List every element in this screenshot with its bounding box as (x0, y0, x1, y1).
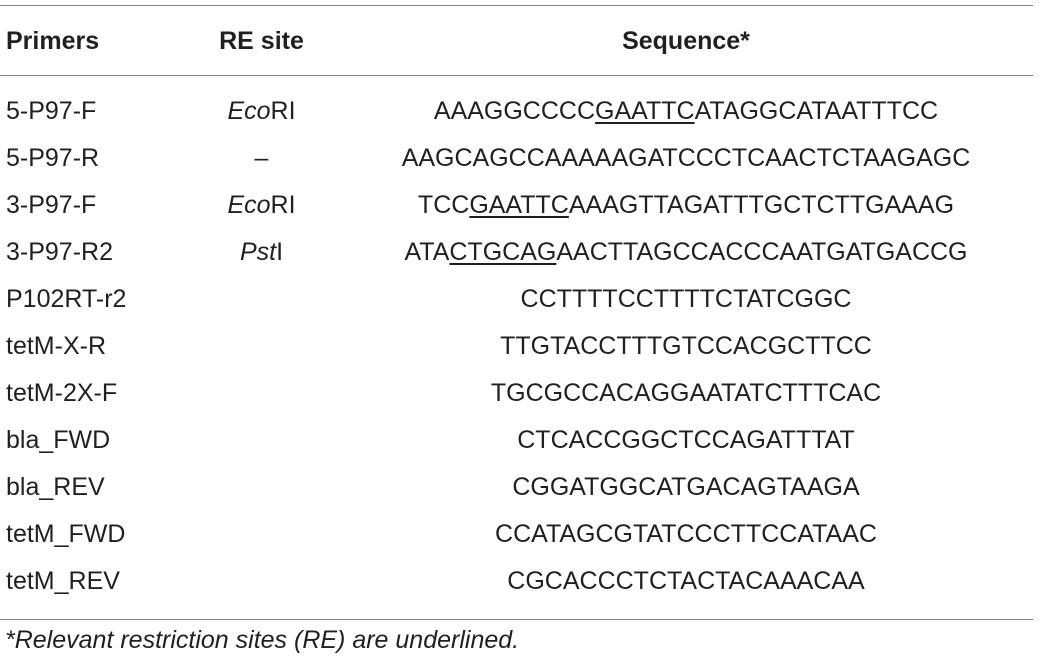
re-site-cell (184, 276, 339, 323)
sequence-prefix: TGCGCCACAGGAATATCTTTCAC (490, 379, 882, 407)
sequence-prefix: TCC (417, 191, 470, 219)
table-row: P102RT-r2 CCTTTTCCTTTTCTATCGGC (0, 276, 1033, 323)
table-row: 5-P97-R – AAGCAGCCAAAAAGATCCCTCAACTCTAAGAG… (0, 135, 1033, 182)
restriction-site-underlined: GAATTC (595, 97, 695, 125)
primer-name-cell: 5-P97-R (6, 144, 100, 172)
sequence-cell: CTCACCGGCTCCAGATTTAT (339, 417, 1033, 464)
primer-name-cell: 3-P97-F (6, 191, 97, 219)
sequence-prefix: AAAGGCCCC (433, 97, 596, 125)
sequence-suffix: ATAGGCATAATTTCC (694, 97, 939, 125)
table-header-row: Primers RE site Sequence* (0, 8, 1033, 74)
re-site-cell: PstI (184, 229, 339, 276)
primer-name-cell: tetM_FWD (6, 520, 126, 548)
sequence-suffix: AAAGTTAGATTTGCTCTTGAAAG (568, 191, 955, 219)
sequence-cell: CGGATGGCATGACAGTAAGA (339, 464, 1033, 511)
primer-name-cell: tetM-2X-F (6, 379, 118, 407)
table-top-rule (0, 5, 1033, 6)
table-row: tetM_FWD CCATAGCGTATCCCTTCCATAAC (0, 511, 1033, 558)
primer-name-cell: 3-P97-R2 (6, 238, 113, 266)
re-site-italic: Pst (239, 238, 277, 266)
table-bottom-rule (0, 619, 1033, 620)
sequence-prefix: TTGTACCTTTGTCCACGCTTCC (500, 332, 872, 360)
sequence-cell: AAAGGCCCCGAATTCATAGGCATAATTTCC (339, 74, 1033, 135)
restriction-site-underlined: CTGCAG (449, 238, 557, 266)
primer-name-cell: tetM_REV (6, 567, 120, 595)
primer-name-cell: bla_REV (6, 473, 105, 501)
sequence-prefix: ATA (404, 238, 450, 266)
re-site-cell (184, 323, 339, 370)
sequence-cell: TCCGAATTCAAAGTTAGATTTGCTCTTGAAAG (339, 182, 1033, 229)
re-site-cell: – (184, 135, 339, 182)
primer-name-cell: 5-P97-F (6, 97, 97, 125)
re-site-plain: – (254, 144, 269, 172)
sequence-cell: ATACTGCAGAACTTAGCCACCCAATGATGACCG (339, 229, 1033, 276)
table-footnote: *Relevant restriction sites (RE) are und… (5, 626, 520, 654)
re-site-italic: Eco (227, 97, 271, 125)
table-header-rule (0, 75, 1033, 76)
re-site-cell (184, 417, 339, 464)
sequence-prefix: CTCACCGGCTCCAGATTTAT (517, 426, 855, 454)
sequence-cell: CGCACCCTCTACTACAAACAA (339, 558, 1033, 605)
sequence-prefix: CGCACCCTCTACTACAAACAA (507, 567, 865, 595)
sequence-cell: AAGCAGCCAAAAAGATCCCTCAACTCTAAGAGC (339, 135, 1033, 182)
re-site-cell (184, 464, 339, 511)
re-site-cell (184, 511, 339, 558)
sequence-cell: TTGTACCTTTGTCCACGCTTCC (339, 323, 1033, 370)
sequence-cell: TGCGCCACAGGAATATCTTTCAC (339, 370, 1033, 417)
re-site-cell (184, 370, 339, 417)
primer-name-cell: P102RT-r2 (6, 285, 127, 313)
sequence-prefix: CGGATGGCATGACAGTAAGA (512, 473, 860, 501)
re-site-plain: RI (270, 191, 296, 219)
header-re-site: RE site (219, 26, 304, 55)
primer-name-cell: tetM-X-R (6, 332, 106, 360)
table-row: bla_REV CGGATGGCATGACAGTAAGA (0, 464, 1033, 511)
re-site-cell (184, 558, 339, 605)
re-site-cell: EcoRI (184, 74, 339, 135)
primer-name-cell: bla_FWD (6, 426, 111, 454)
sequence-suffix: AACTTAGCCACCCAATGATGACCG (556, 238, 968, 266)
header-sequence: Sequence* (622, 26, 750, 55)
re-site-plain: RI (270, 97, 296, 125)
header-primers: Primers (6, 26, 100, 55)
re-site-plain: I (276, 238, 284, 266)
sequence-cell: CCATAGCGTATCCCTTCCATAAC (339, 511, 1033, 558)
re-site-cell: EcoRI (184, 182, 339, 229)
sequence-prefix: AAGCAGCCAAAAAGATCCCTCAACTCTAAGAGC (401, 144, 971, 172)
table-row: tetM-X-R TTGTACCTTTGTCCACGCTTCC (0, 323, 1033, 370)
table-row: tetM-2X-F TGCGCCACAGGAATATCTTTCAC (0, 370, 1033, 417)
sequence-prefix: CCATAGCGTATCCCTTCCATAAC (495, 520, 877, 548)
restriction-site-underlined: GAATTC (469, 191, 569, 219)
table-row: tetM_REV CGCACCCTCTACTACAAACAA (0, 558, 1033, 605)
re-site-italic: Eco (227, 191, 271, 219)
sequence-prefix: CCTTTTCCTTTTCTATCGGC (520, 285, 852, 313)
sequence-cell: CCTTTTCCTTTTCTATCGGC (339, 276, 1033, 323)
table-row: bla_FWD CTCACCGGCTCCAGATTTAT (0, 417, 1033, 464)
